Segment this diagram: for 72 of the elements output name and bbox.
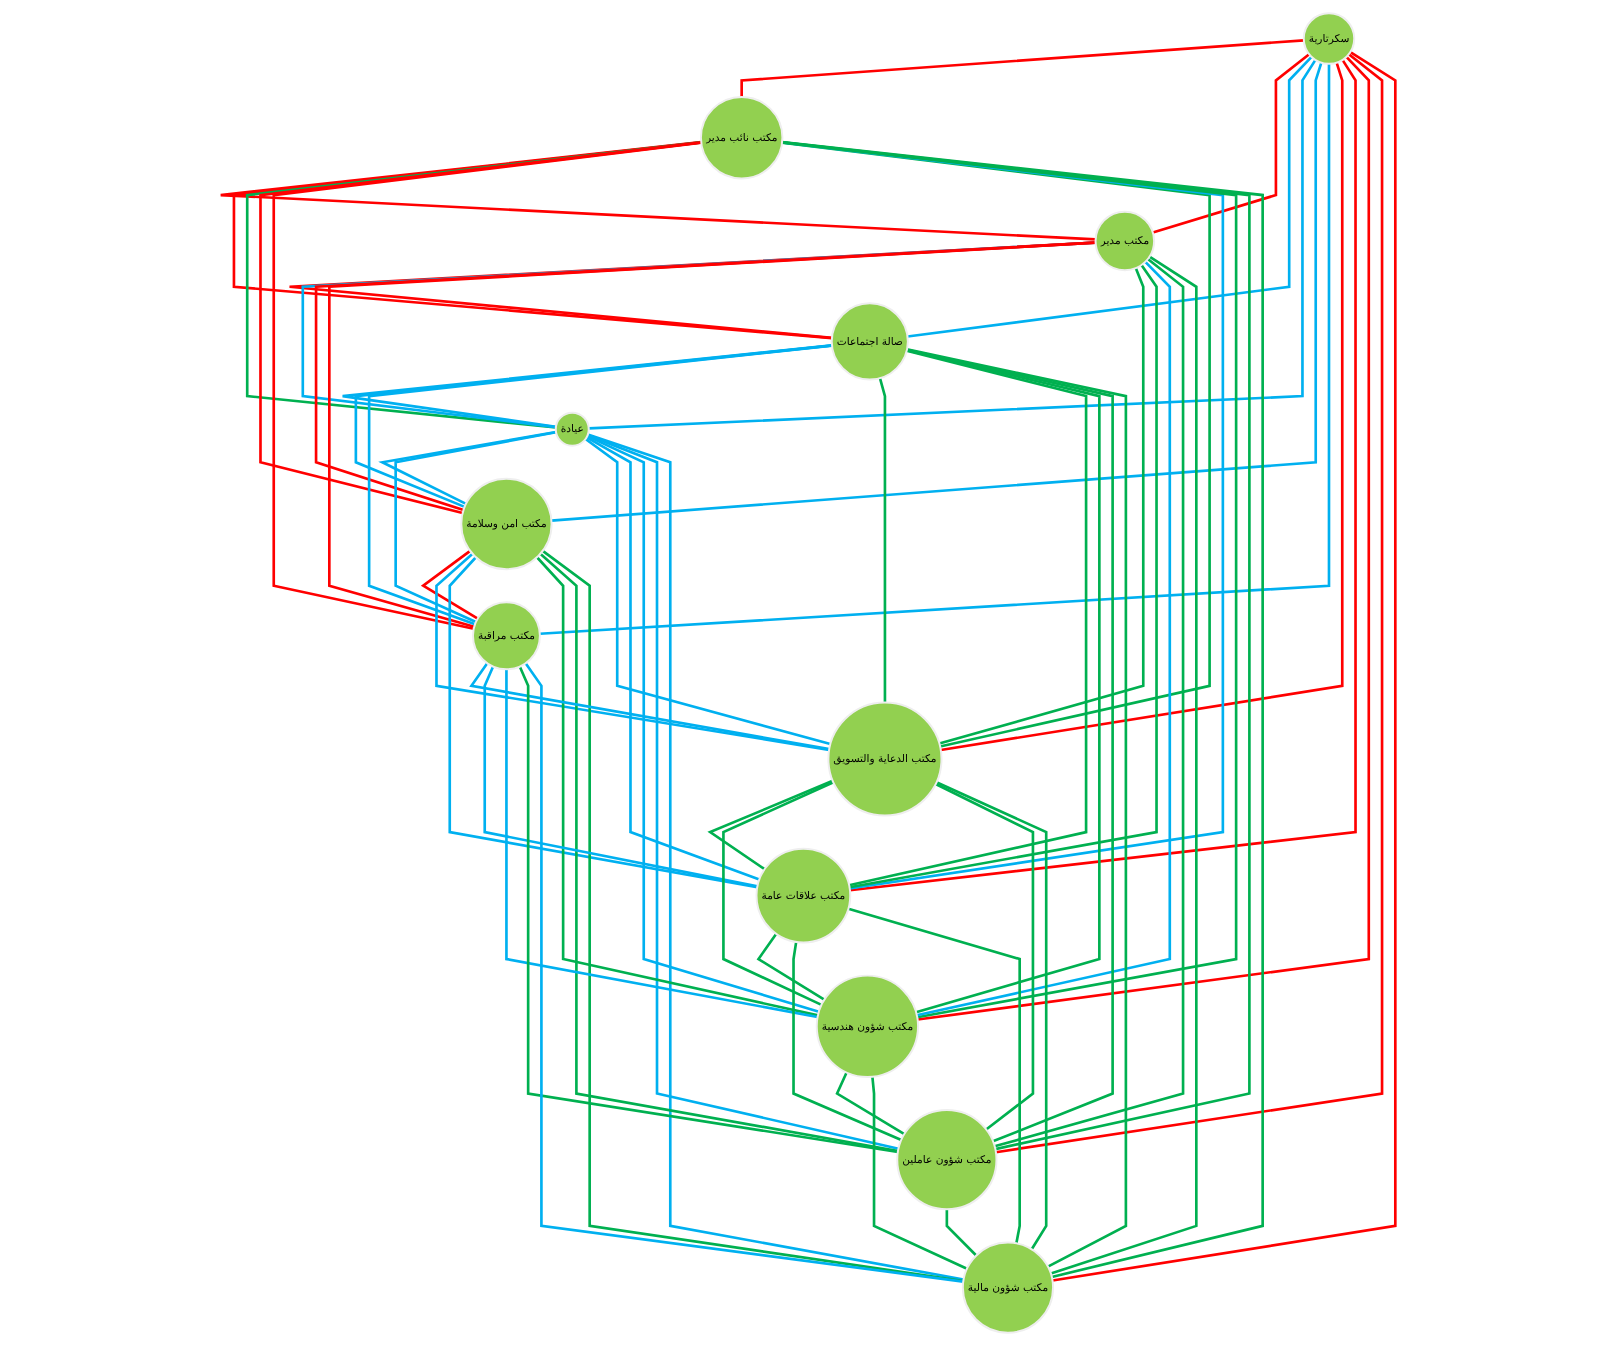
node-circle <box>815 974 920 1078</box>
connector <box>835 1071 906 1136</box>
node-circle <box>554 411 590 447</box>
connector <box>469 662 830 751</box>
connector <box>584 437 831 746</box>
connector <box>586 434 820 1013</box>
connector <box>848 349 1088 887</box>
connector <box>871 1076 968 1270</box>
connector <box>1152 53 1310 234</box>
connector <box>587 433 964 1281</box>
connector <box>906 348 1128 1268</box>
connector <box>551 62 1323 522</box>
connector <box>792 941 902 1142</box>
connector <box>505 669 818 1019</box>
connector <box>917 55 1371 1021</box>
connector <box>435 552 830 752</box>
connector <box>994 258 1185 1148</box>
connector <box>781 141 1225 890</box>
connector <box>245 141 702 429</box>
node-circle <box>755 847 852 944</box>
connector <box>1052 50 1397 1282</box>
connector <box>518 665 899 1154</box>
connector <box>585 436 760 881</box>
connector <box>524 662 964 1283</box>
connector <box>394 430 557 624</box>
connector <box>539 63 1331 636</box>
connector <box>995 53 1384 1154</box>
node-circle <box>827 701 943 817</box>
connector <box>378 430 557 506</box>
connector <box>945 1209 978 1257</box>
connector <box>935 782 1035 1131</box>
node-circle <box>699 96 784 180</box>
connector <box>849 264 1158 889</box>
node-circle <box>896 1109 998 1211</box>
connector <box>367 344 833 626</box>
connector <box>848 907 1021 1244</box>
connector <box>219 140 1096 241</box>
connector <box>587 433 899 1150</box>
connector <box>906 348 1101 1014</box>
connector <box>782 141 1238 1019</box>
connector <box>781 141 1211 748</box>
connector <box>906 348 1114 1143</box>
connector <box>354 344 833 509</box>
connector <box>940 62 1344 752</box>
connector <box>939 267 1145 745</box>
connector <box>916 260 1172 1017</box>
connector <box>341 344 833 429</box>
node-circle <box>1302 12 1356 65</box>
connector <box>740 39 1304 97</box>
connector <box>588 59 1317 430</box>
node-circle <box>471 601 541 671</box>
node-circle <box>1094 210 1156 272</box>
node-circle <box>460 477 553 571</box>
connector <box>756 933 825 1001</box>
connector <box>935 781 1048 1250</box>
connector <box>907 55 1313 338</box>
connector <box>259 141 702 515</box>
connector <box>541 549 964 1283</box>
connector <box>1050 255 1198 1275</box>
connector <box>878 377 887 703</box>
connector <box>483 665 758 888</box>
connector <box>539 552 899 1153</box>
connector <box>448 556 758 889</box>
node-circle <box>830 302 909 381</box>
node-circle <box>961 1241 1055 1334</box>
connector <box>314 241 1096 512</box>
connector <box>328 241 1096 628</box>
connector <box>849 59 1357 892</box>
connector <box>272 141 702 631</box>
connector <box>707 779 834 871</box>
connector <box>536 556 819 1017</box>
connector <box>722 781 834 1007</box>
